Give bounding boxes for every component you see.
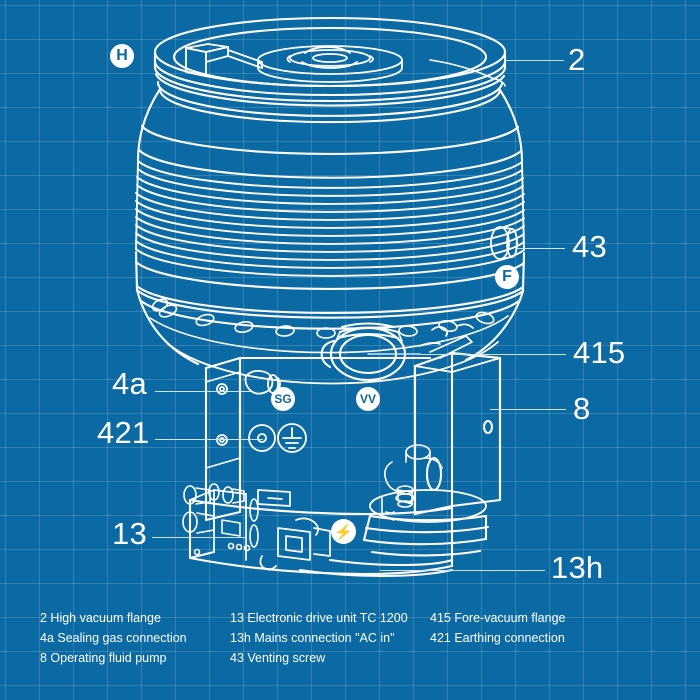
- connection-block: [204, 356, 432, 522]
- leader-13h: [380, 570, 545, 571]
- earthing-connection: [216, 423, 307, 453]
- drive-unit-connectors: [182, 483, 259, 556]
- cooling-fins: [135, 160, 525, 277]
- callout-8: 8: [573, 391, 591, 426]
- callout-4a: 4a: [112, 366, 147, 401]
- leader-8: [490, 409, 566, 410]
- drive-unit-base: [298, 558, 454, 578]
- leader-13: [152, 537, 246, 538]
- legend-item: 43 Venting screw: [230, 651, 326, 665]
- badge-lightning-bolt-icon: ⚡: [331, 519, 356, 544]
- legend-item: 13 Electronic drive unit TC 1200: [230, 611, 408, 625]
- fluid-pump-arms: [419, 323, 474, 359]
- callout-2: 2: [568, 42, 586, 77]
- legend-column-1: 2 High vacuum flange 4a Sealing gas conn…: [40, 608, 230, 700]
- legend-item: 13h Mains connection "AC in": [230, 631, 395, 645]
- legend-column-3: 415 Fore-vacuum flange 421 Earthing conn…: [430, 608, 630, 700]
- leader-2: [504, 60, 564, 61]
- leader-415: [420, 354, 566, 355]
- bolt-circle-flange: [135, 288, 525, 330]
- callout-13h: 13h: [551, 550, 604, 585]
- legend-item: 4a Sealing gas connection: [40, 631, 187, 645]
- badge-f-icon: F: [495, 265, 519, 289]
- leader-421: [155, 439, 263, 440]
- sealing-gas-connection: [216, 369, 281, 395]
- callout-415: 415: [573, 335, 626, 370]
- legend-item: 8 Operating fluid pump: [40, 651, 167, 665]
- pump-upper-body: [136, 87, 524, 179]
- leader-4a: [155, 391, 251, 392]
- badge-vv-icon: VV: [356, 387, 380, 411]
- legend-item: 2 High vacuum flange: [40, 611, 161, 625]
- base-details: [381, 444, 443, 521]
- legend-item: 415 Fore-vacuum flange: [430, 611, 566, 625]
- legend-column-2: 13 Electronic drive unit TC 1200 13h Mai…: [230, 608, 430, 700]
- flange-bolt-holes: [151, 298, 495, 339]
- electronic-drive-unit: [188, 489, 454, 576]
- flange-fitting: [185, 43, 263, 77]
- high-vacuum-flange: [153, 16, 507, 124]
- pump-lower-body-band: [134, 250, 526, 314]
- mains-connector: [257, 489, 331, 571]
- rotor-blades: [257, 45, 403, 83]
- callout-421: 421: [97, 415, 150, 450]
- callout-43: 43: [572, 229, 607, 264]
- legend-item: 421 Earthing connection: [430, 631, 565, 645]
- legend: 2 High vacuum flange 4a Sealing gas conn…: [0, 608, 700, 700]
- badge-h-icon: H: [110, 44, 134, 68]
- callout-13: 13: [112, 516, 147, 551]
- leader-43: [517, 248, 565, 249]
- pump-base-rings: [362, 489, 490, 557]
- venting-screw: [490, 226, 518, 260]
- badge-sg-icon: SG: [271, 387, 295, 411]
